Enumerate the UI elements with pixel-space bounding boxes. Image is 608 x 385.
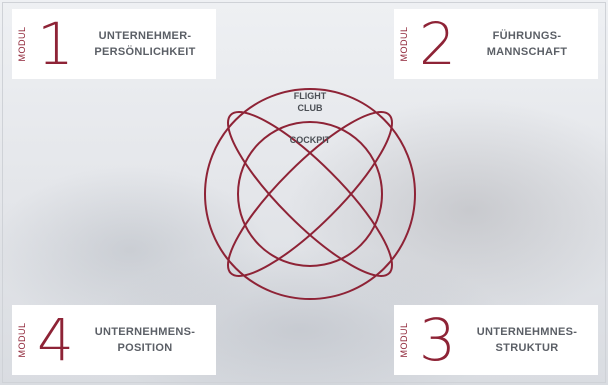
- module-3-card: MODUL 3 UNTERNEHMNES- STRUKTUR: [394, 305, 598, 375]
- module-4-title-line1: UNTERNEHMENS-: [94, 326, 196, 338]
- module-4-number: 4: [37, 306, 74, 374]
- module-2-title-line1: FÜHRUNGS-: [492, 30, 562, 42]
- module-1-title: UNTERNEHMER- PERSÖNLICHKEIT: [80, 28, 210, 60]
- flight-club-circle: [204, 88, 416, 300]
- module-4-card: MODUL 4 UNTERNEHMENS- POSITION: [12, 305, 216, 375]
- cockpit-label: COCKPIT: [290, 135, 331, 145]
- module-3-number: 3: [419, 306, 456, 374]
- propeller-blade-1: [227, 111, 393, 277]
- module-3-title: UNTERNEHMNES- STRUKTUR: [462, 324, 592, 356]
- module-2-title-line2: MANNSCHAFT: [486, 46, 568, 58]
- module-3-title-line2: STRUKTUR: [495, 342, 559, 354]
- module-2-title: FÜHRUNGS- MANNSCHAFT: [462, 28, 592, 60]
- cockpit-circle: [237, 121, 383, 267]
- module-1-title-line1: UNTERNEHMER-: [98, 30, 192, 42]
- flight-club-label-line2: CLUB: [298, 103, 323, 113]
- module-1-card: MODUL 1 UNTERNEHMER- PERSÖNLICHKEIT: [12, 9, 216, 79]
- module-1-number: 1: [37, 10, 74, 78]
- module-4-title-line2: POSITION: [117, 342, 173, 354]
- module-1-title-line2: PERSÖNLICHKEIT: [94, 46, 196, 58]
- flight-club-label-line1: FLIGHT: [294, 91, 327, 101]
- module-4-title: UNTERNEHMENS- POSITION: [80, 324, 210, 356]
- module-2-card: MODUL 2 FÜHRUNGS- MANNSCHAFT: [394, 9, 598, 79]
- module-3-title-line1: UNTERNEHMNES-: [476, 326, 578, 338]
- propeller-blade-2: [227, 111, 393, 277]
- module-2-number: 2: [419, 10, 456, 78]
